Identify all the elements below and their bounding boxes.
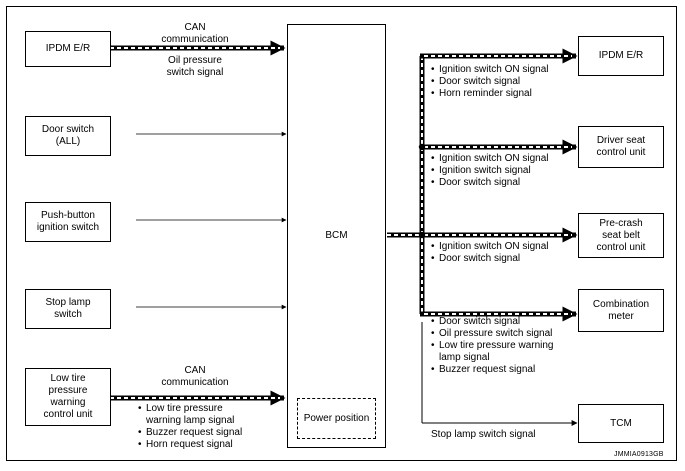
to-driver-seat-signal-list: Ignition switch ON signal Ignition switc… [431,153,549,189]
signal-item: Low tire pressure warning lamp signal [138,403,242,427]
signal-item: Door switch signal [431,76,549,88]
driver-seat-box: Driver seat control unit [578,126,664,168]
signal-item: Low tire pressure warning lamp signal [431,340,554,364]
door-switch-box: Door switch (ALL) [25,116,111,156]
to-precrash-signal-list: Ignition switch ON signal Door switch si… [431,241,549,265]
combination-meter-box: Combination meter [578,289,664,332]
signal-item: Ignition switch ON signal [431,153,549,165]
signal-item: Ignition switch ON signal [431,241,549,253]
diagram-frame [6,6,677,461]
signal-item: Door switch signal [431,177,549,189]
signal-item: Door switch signal [431,316,554,328]
signal-item: Oil pressure switch signal [431,328,554,340]
stop-lamp-switch-box: Stop lamp switch [25,289,111,329]
can-bottom-label: CAN communication [161,365,229,388]
bcm-title: BCM [325,230,348,241]
can-bus-lines [110,40,578,406]
figure-id-watermark: JMMIA0913GB [614,451,664,458]
junction-dots [418,143,426,239]
low-tire-pressure-box: Low tire pressure warning control unit [25,368,111,426]
signal-item: Horn request signal [138,439,242,451]
precrash-seatbelt-box: Pre-crash seat belt control unit [578,213,664,258]
signal-item: Ignition switch signal [431,165,549,177]
to-combination-meter-signal-list: Door switch signal Oil pressure switch s… [431,316,554,376]
to-ipdm-signal-list: Ignition switch ON signal Door switch si… [431,64,549,100]
bcm-box: BCM [287,24,386,448]
oil-pressure-label: Oil pressure switch signal [166,55,224,78]
stop-lamp-signal-label: Stop lamp switch signal [431,429,536,440]
low-tire-signal-list: Low tire pressure warning lamp signal Bu… [138,403,242,451]
signal-item: Buzzer request signal [138,427,242,439]
push-button-ignition-box: Push-button ignition switch [25,202,111,242]
signal-item: Ignition switch ON signal [431,64,549,76]
signal-item: Horn reminder signal [431,88,549,100]
power-position-box: Power position [297,398,376,439]
can-top-label: CAN communication [161,22,229,45]
ipdm-input-box: IPDM E/R [25,31,111,67]
tcm-box: TCM [578,404,664,443]
signal-item: Door switch signal [431,253,549,265]
ipdm-output-box: IPDM E/R [578,36,664,76]
signal-item: Buzzer request signal [431,364,554,376]
